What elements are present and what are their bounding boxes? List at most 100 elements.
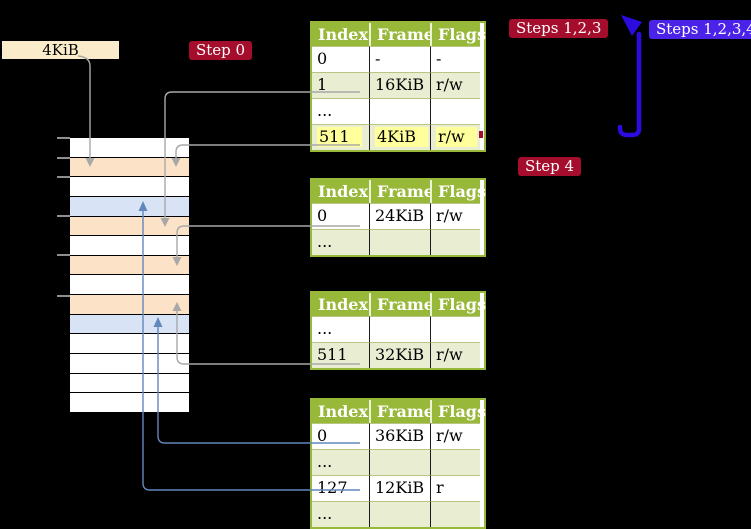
cell-text: 127 (317, 478, 348, 497)
table-cell: r/w (430, 423, 480, 449)
memory-row (70, 334, 189, 355)
cell-text: 0 (317, 206, 328, 225)
cell-text: 0 (317, 426, 328, 445)
memory-row (70, 236, 189, 256)
cell-text: ... (317, 452, 333, 471)
cell-text: ... (317, 101, 333, 120)
table-cell: 36KiB (369, 423, 430, 449)
cell-text: ... (317, 232, 333, 251)
table-cell (369, 98, 430, 124)
table-cell: 0 (312, 203, 369, 229)
cell-text: 0 (317, 49, 328, 68)
table-cell: - (369, 46, 430, 72)
memory-tick (57, 157, 70, 159)
cell-text: r (436, 478, 444, 497)
table-header-cell: Frame (369, 400, 434, 423)
table-cell: - (430, 46, 480, 72)
table-cell: 511 (312, 342, 369, 368)
table-header-cell: Index (312, 180, 369, 203)
table-cell: 1 (312, 72, 369, 98)
table-cell: 0 (312, 423, 369, 449)
cell-text: 32KiB (375, 345, 425, 364)
table-header-cell: Index (312, 23, 369, 46)
table-cell: ... (312, 98, 369, 124)
step-0-label: Step 0 (189, 41, 253, 60)
table-cell: 32KiB (369, 342, 430, 368)
table-cell (369, 316, 430, 342)
table-header-cell: Frame (369, 293, 434, 316)
table-cell: 24KiB (369, 203, 430, 229)
cell-text: r/w (436, 206, 463, 225)
table-header-cell: Flags (430, 400, 486, 423)
memory-row (70, 196, 189, 217)
highlighted-cell-text: 4KiB (375, 127, 429, 147)
table-header-cell: Flags (430, 180, 486, 203)
table-cell: r/w (430, 342, 480, 368)
step-4-label: Step 4 (518, 157, 582, 176)
table-cell: 12KiB (369, 475, 430, 501)
memory-tick (57, 295, 70, 297)
memory-row (70, 295, 189, 315)
table-cell (430, 501, 480, 527)
cell-text: - (375, 49, 381, 68)
table-cell: ... (312, 449, 369, 475)
cell-text: 16KiB (375, 75, 425, 94)
memory-tick (57, 176, 70, 178)
table-cell (369, 449, 430, 475)
table-cell (369, 229, 430, 255)
table-cell: ... (312, 501, 369, 527)
cell-text: ... (317, 504, 333, 523)
table-header-cell: Frame (369, 23, 434, 46)
memory-row (70, 216, 189, 237)
table-header-cell: Flags (430, 293, 486, 316)
steps-1234-label: Steps 1,2,3,4 (649, 20, 751, 39)
highlighted-cell-text: 511 (317, 127, 362, 147)
cell-text: r/w (436, 426, 463, 445)
table-cell: 127 (312, 475, 369, 501)
cell-text: 1 (317, 75, 328, 94)
cell-text: r/w (436, 345, 463, 364)
cell-text: 12KiB (375, 478, 425, 497)
cell-text: - (436, 49, 442, 68)
cell-text: ... (317, 319, 333, 338)
table-cell: ... (312, 229, 369, 255)
table-cell: 511 (312, 124, 369, 150)
table-header-cell: Index (312, 293, 369, 316)
memory-tick (57, 254, 70, 256)
table-header-cell: Flags (430, 23, 486, 46)
table-cell: 4KiB (369, 124, 430, 150)
cell-text: 36KiB (375, 426, 425, 445)
free-frame-label: 4KiB (2, 41, 119, 59)
steps-123-label: Steps 1,2,3 (509, 19, 609, 38)
table-cell: ... (312, 316, 369, 342)
memory-row (70, 373, 189, 394)
table-cell (430, 449, 480, 475)
table-header-cell: Index (312, 400, 369, 423)
table-cell (369, 501, 430, 527)
table-cell: r/w (430, 124, 480, 150)
table-cell: 16KiB (369, 72, 430, 98)
table-cell: r/w (430, 203, 480, 229)
memory-tick (57, 137, 70, 139)
memory-tick (57, 215, 70, 217)
table-cell: r/w (430, 72, 480, 98)
memory-row (70, 314, 189, 335)
physical-memory-column (69, 137, 190, 413)
arrowhead-up-left (621, 15, 642, 36)
highlighted-cell-text: r/w (436, 127, 477, 147)
table-cell (430, 98, 480, 124)
memory-row (70, 177, 189, 197)
memory-row (70, 138, 189, 158)
cell-text: 511 (317, 345, 348, 364)
loop-back-arrow (617, 15, 642, 138)
memory-row (70, 393, 189, 412)
table-cell: r (430, 475, 480, 501)
memory-row (70, 354, 189, 374)
memory-row (70, 255, 189, 276)
table-header-cell: Frame (369, 180, 434, 203)
